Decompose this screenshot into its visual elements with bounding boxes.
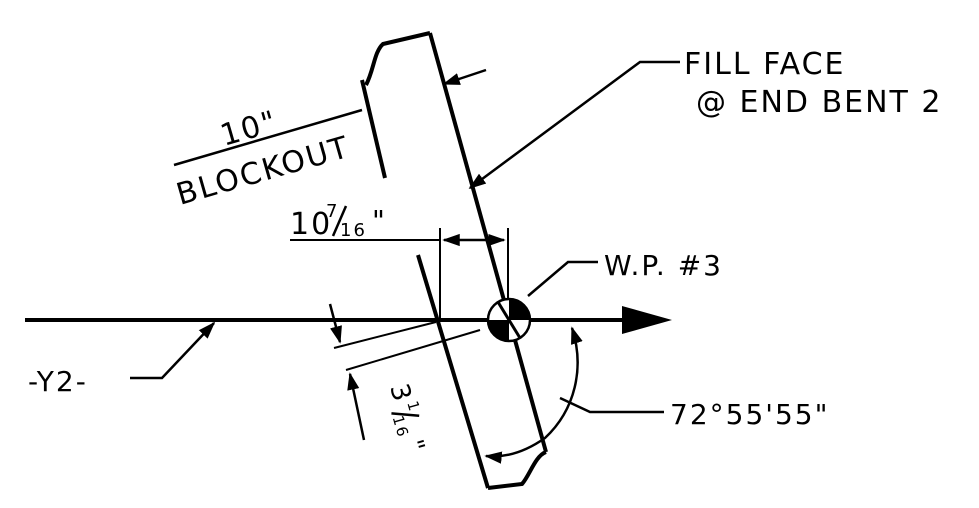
top-dimension-inch: " (372, 204, 387, 237)
fill-face-leader (468, 60, 680, 190)
fill-face-label-line1: FILL FACE (684, 47, 845, 82)
blockout-arrow-left-leader (173, 108, 363, 167)
skew-angle-label: 72°55'55" (670, 398, 829, 431)
side-dimension-text: 3 1 16 " (383, 380, 431, 456)
blockout-arrow-right (442, 68, 487, 86)
bent-back-face-upper (360, 79, 387, 179)
alignment-leader (130, 321, 216, 380)
fill-face-label-line2: @ END BENT 2 (696, 85, 943, 120)
work-point-leader (527, 260, 598, 297)
top-dimension (290, 228, 509, 322)
alignment-line (25, 306, 672, 334)
top-dimension-denominator: 16 (340, 220, 367, 241)
side-dimension-inch: " (400, 436, 431, 456)
top-dimension-whole: 10 (290, 207, 332, 242)
bent-top-break (364, 31, 431, 86)
work-point-symbol (486, 297, 532, 343)
side-dimension-denominator: 16 (389, 413, 413, 440)
skew-angle-leader (559, 396, 664, 414)
top-dimension-fraction-bar (331, 205, 348, 237)
top-dimension-text: 10 7 16 " (290, 201, 387, 242)
side-dimension (328, 303, 481, 441)
bent-back-face-lower (416, 254, 490, 489)
blockout-value-label: 10" (217, 104, 282, 154)
work-point-label: W.P. #3 (604, 249, 723, 282)
alignment-arrowhead (622, 306, 672, 334)
side-dimension-numerator: 1 (403, 399, 423, 415)
skew-angle-arc (484, 326, 583, 464)
fill-face-line (428, 32, 548, 453)
alignment-label: -Y2- (28, 365, 88, 398)
side-dimension-fraction-bar (391, 412, 420, 418)
top-dimension-numerator: 7 (326, 201, 339, 222)
